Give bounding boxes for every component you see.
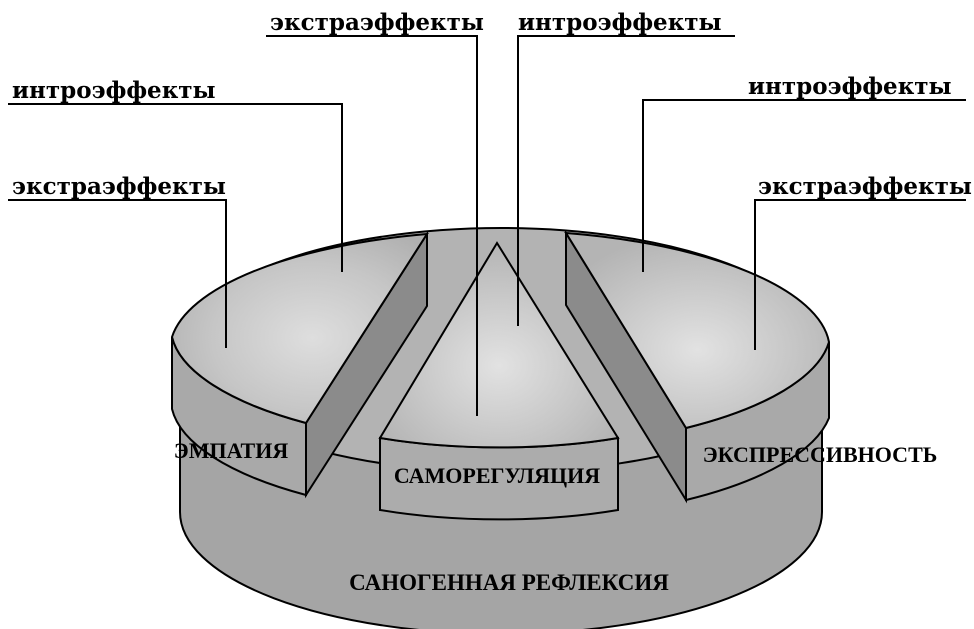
segment-self-regulation-top: [378, 241, 620, 449]
leader-center-right: [517, 35, 735, 326]
segment-empathy: ЭМПАТИЯ: [170, 230, 429, 499]
callout-center-left: экстраэффекты: [270, 9, 484, 36]
segment-expressivity-label: ЭКСПРЕССИВНОСТЬ: [703, 442, 938, 467]
callout-right-top: интроэффекты: [748, 73, 952, 100]
segment-expressivity-top: [564, 231, 831, 430]
base-label: САНОГЕННАЯ РЕФЛЕКСИЯ: [349, 570, 669, 595]
callout-right-bottom: экстраэффекты: [758, 173, 972, 200]
leader-right-top: [642, 99, 966, 272]
leader-left-bottom: [8, 199, 227, 348]
segment-self-regulation-label: САМОРЕГУЛЯЦИЯ: [394, 463, 600, 488]
callout-left-top: интроэффекты: [12, 77, 216, 104]
segment-expressivity: ЭКСПРЕССИВНОСТЬ: [564, 229, 938, 504]
callout-labels: интроэффекты экстраэффекты экстраэффекты…: [12, 9, 972, 200]
segment-empathy-top: [170, 232, 429, 425]
leader-left-top: [8, 103, 343, 272]
segment-self-regulation: САМОРЕГУЛЯЦИЯ: [378, 241, 620, 521]
callout-center-right: интроэффекты: [518, 9, 722, 36]
segment-empathy-label: ЭМПАТИЯ: [174, 438, 289, 463]
leader-right-bottom: [754, 199, 966, 350]
leader-center-left: [266, 35, 478, 416]
leader-lines: [8, 35, 966, 416]
callout-left-bottom: экстраэффекты: [12, 173, 226, 200]
